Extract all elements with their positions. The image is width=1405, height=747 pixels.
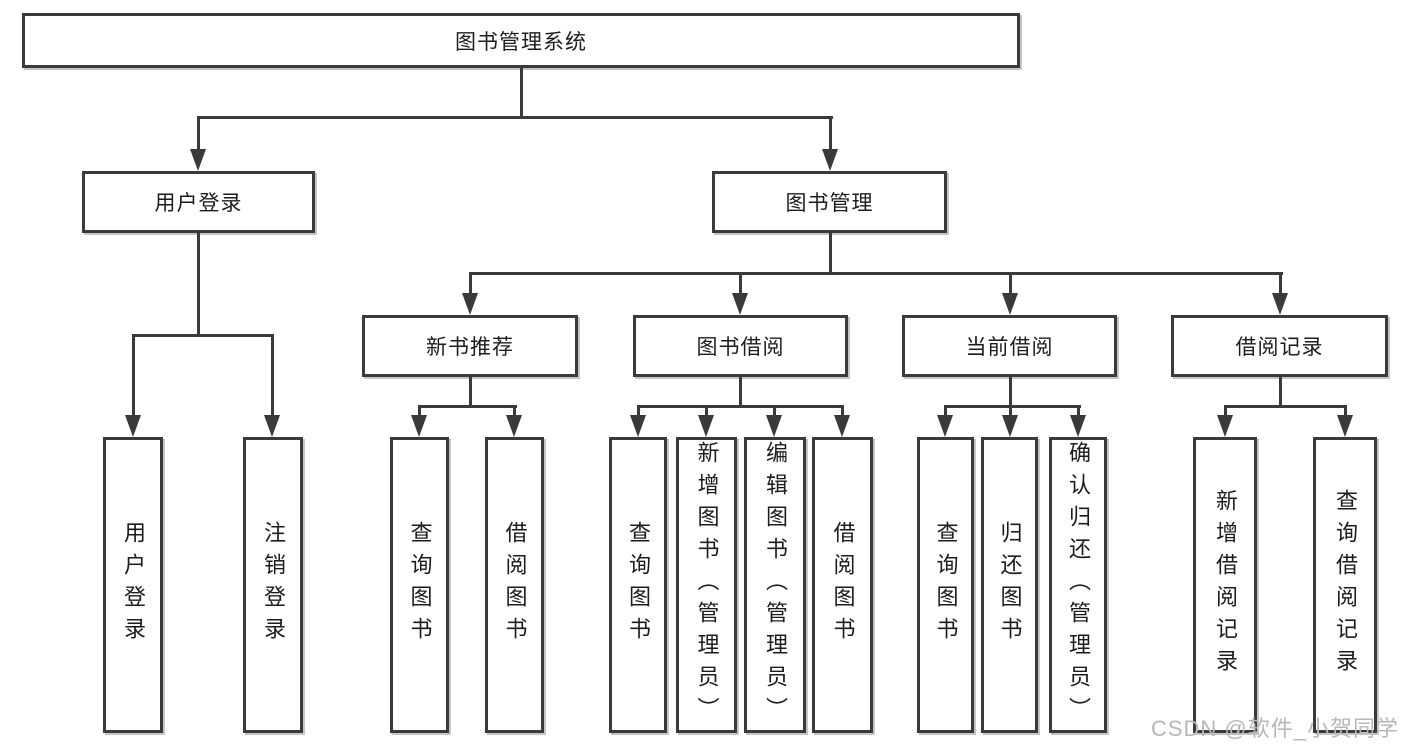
connector-stub-book-mgmt bbox=[829, 116, 832, 150]
connector-stub-query-book-3 bbox=[944, 405, 947, 419]
connector-stub-return-book bbox=[1009, 405, 1012, 419]
node-root-label: 图书管理系统 bbox=[455, 30, 587, 54]
node-leaf-logout: 注销登录 bbox=[243, 437, 303, 733]
arrow-to-query-book-2 bbox=[630, 415, 646, 437]
node-book-mgmt: 图书管理 bbox=[712, 171, 947, 233]
connector-new-book-rec-bar bbox=[418, 405, 517, 408]
arrow-to-confirm-return bbox=[1070, 415, 1086, 437]
node-leaf-add-record: 新增借阅记录 bbox=[1193, 437, 1257, 733]
node-book-borrow-label: 图书借阅 bbox=[696, 336, 785, 359]
connector-user-login-vertical bbox=[197, 230, 200, 337]
connector-stub-user-login bbox=[197, 116, 200, 150]
connector-book-borrow-vertical bbox=[739, 374, 742, 408]
node-leaf-query-book-1-label: 查询图书 bbox=[407, 521, 433, 649]
connector-stub-query-book-1 bbox=[418, 405, 421, 419]
connector-stub-query-record bbox=[1344, 405, 1347, 419]
connector-stub-edit-book bbox=[773, 405, 776, 419]
node-leaf-query-book-3: 查询图书 bbox=[917, 437, 974, 733]
connector-root-vertical bbox=[520, 65, 523, 118]
node-leaf-add-record-label: 新增借阅记录 bbox=[1213, 489, 1238, 681]
node-leaf-borrow-book-2-label: 借阅图书 bbox=[830, 521, 856, 649]
arrow-to-add-book bbox=[698, 415, 714, 437]
connector-user-login-bar bbox=[132, 334, 274, 337]
connector-stub-new-book-rec bbox=[469, 272, 472, 296]
arrow-to-user-login bbox=[190, 149, 206, 171]
node-leaf-borrow-book-1: 借阅图书 bbox=[485, 437, 544, 733]
arrow-to-add-record bbox=[1217, 415, 1233, 437]
node-user-login: 用户登录 bbox=[82, 171, 315, 233]
arrow-to-query-record bbox=[1337, 415, 1353, 437]
node-new-book-rec-label: 新书推荐 bbox=[426, 336, 514, 359]
connector-stub-current-borrow bbox=[1009, 272, 1012, 296]
arrow-to-borrow-record bbox=[1272, 293, 1288, 315]
node-leaf-query-book-2: 查询图书 bbox=[609, 437, 667, 733]
node-user-login-label: 用户登录 bbox=[154, 192, 243, 215]
connector-borrow-record-vertical bbox=[1279, 374, 1282, 408]
arrow-to-new-book-rec bbox=[462, 293, 478, 315]
node-leaf-query-record: 查询借阅记录 bbox=[1313, 437, 1377, 733]
connector-book-mgmt-vertical bbox=[829, 230, 832, 275]
connector-stub-add-book bbox=[705, 405, 708, 419]
node-leaf-confirm-return: 确认归还（管理员） bbox=[1049, 437, 1107, 733]
connector-new-book-rec-vertical bbox=[469, 374, 472, 408]
arrow-to-book-mgmt bbox=[822, 149, 838, 171]
arrow-to-query-book-3 bbox=[937, 415, 953, 437]
arrow-to-borrow-book-1 bbox=[506, 415, 522, 437]
connector-stub-leaf-logout bbox=[271, 334, 274, 417]
arrow-to-leaf-user-login bbox=[125, 415, 141, 437]
connector-stub-confirm-return bbox=[1077, 405, 1080, 419]
arrow-to-leaf-logout bbox=[264, 415, 280, 437]
csdn-watermark: CSDN @软件_小贺同学 bbox=[1150, 716, 1399, 741]
node-current-borrow: 当前借阅 bbox=[902, 315, 1117, 377]
connector-stub-query-book-2 bbox=[637, 405, 640, 419]
connector-borrow-record-bar bbox=[1224, 405, 1347, 408]
arrow-to-borrow-book-2 bbox=[834, 415, 850, 437]
node-new-book-rec: 新书推荐 bbox=[362, 315, 578, 377]
node-leaf-add-book: 新增图书（管理员） bbox=[676, 437, 737, 733]
node-leaf-return-book-label: 归还图书 bbox=[997, 521, 1023, 649]
node-leaf-logout-label: 注销登录 bbox=[261, 521, 286, 649]
node-leaf-query-book-1: 查询图书 bbox=[390, 437, 449, 733]
node-leaf-query-book-2-label: 查询图书 bbox=[626, 521, 651, 649]
arrow-to-query-book-1 bbox=[411, 415, 427, 437]
arrow-to-edit-book bbox=[766, 415, 782, 437]
node-leaf-borrow-book-2: 借阅图书 bbox=[812, 437, 873, 733]
arrow-to-current-borrow bbox=[1002, 293, 1018, 315]
arrow-to-book-borrow bbox=[732, 293, 748, 315]
node-leaf-edit-book: 编辑图书（管理员） bbox=[744, 437, 806, 733]
connector-current-borrow-bar bbox=[944, 405, 1081, 408]
connector-stub-borrow-record bbox=[1279, 272, 1282, 296]
node-leaf-add-book-label: 新增图书（管理员） bbox=[694, 441, 720, 729]
connector-stub-leaf-user-login bbox=[132, 334, 135, 417]
connector-stub-borrow-book-2 bbox=[841, 405, 844, 419]
node-leaf-user-login-label: 用户登录 bbox=[121, 521, 146, 649]
node-borrow-record-label: 借阅记录 bbox=[1235, 336, 1324, 359]
connector-root-bar bbox=[197, 116, 833, 119]
connector-current-borrow-vertical bbox=[1009, 374, 1012, 408]
node-current-borrow-label: 当前借阅 bbox=[965, 336, 1054, 359]
arrow-to-return-book bbox=[1002, 415, 1018, 437]
node-leaf-confirm-return-label: 确认归还（管理员） bbox=[1066, 441, 1091, 729]
connector-book-borrow-bar bbox=[637, 405, 844, 408]
node-leaf-edit-book-label: 编辑图书（管理员） bbox=[763, 441, 788, 729]
node-leaf-query-record-label: 查询借阅记录 bbox=[1333, 489, 1358, 681]
node-book-mgmt-label: 图书管理 bbox=[785, 192, 874, 215]
connector-stub-book-borrow bbox=[739, 272, 742, 296]
connector-stub-add-record bbox=[1224, 405, 1227, 419]
node-leaf-borrow-book-1-label: 借阅图书 bbox=[502, 521, 528, 649]
node-leaf-query-book-3-label: 查询图书 bbox=[933, 521, 959, 649]
connector-book-mgmt-bar bbox=[469, 272, 1283, 275]
node-leaf-return-book: 归还图书 bbox=[981, 437, 1038, 733]
node-book-borrow: 图书借阅 bbox=[633, 315, 848, 377]
node-borrow-record: 借阅记录 bbox=[1171, 315, 1388, 377]
node-leaf-user-login: 用户登录 bbox=[103, 437, 163, 733]
connector-stub-borrow-book-1 bbox=[513, 405, 516, 419]
node-root-system: 图书管理系统 bbox=[22, 13, 1020, 68]
